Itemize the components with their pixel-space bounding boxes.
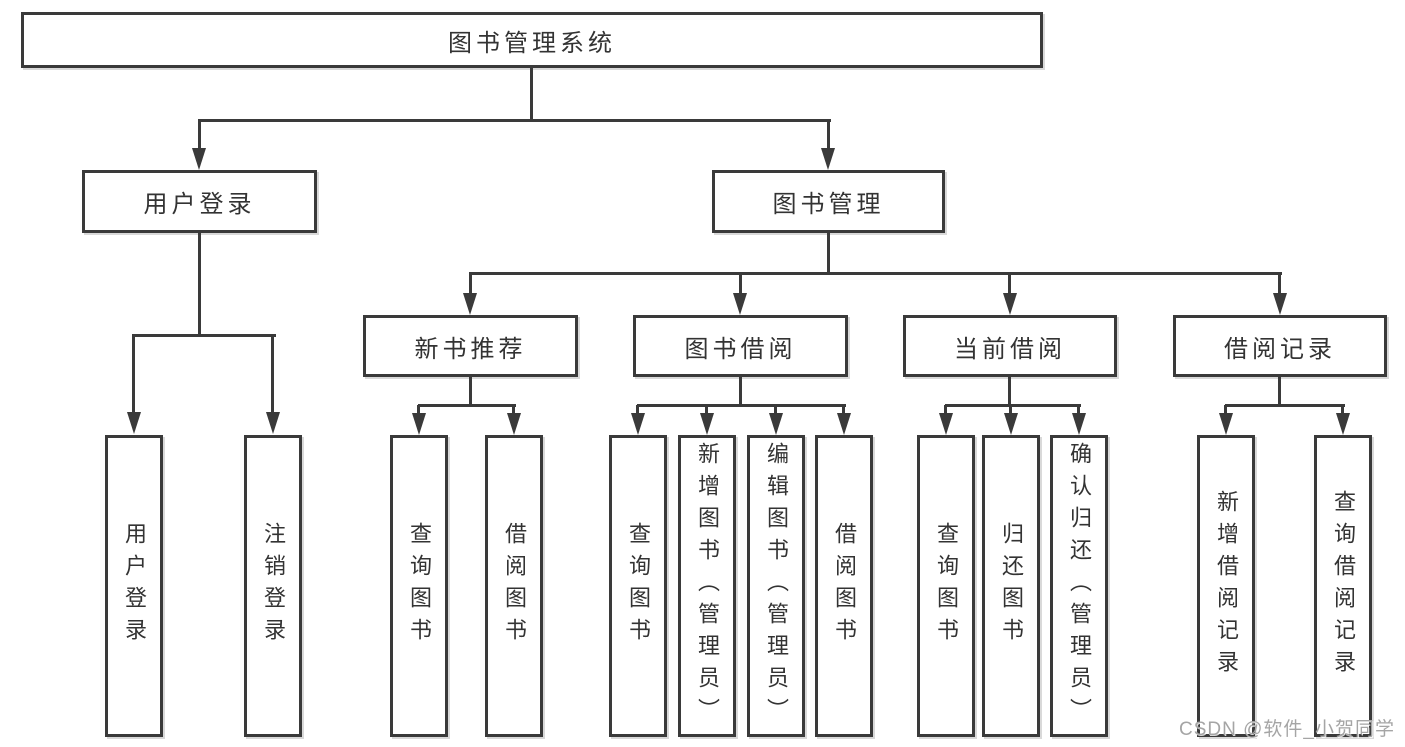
connector-stem [842, 405, 845, 415]
connector-stem [417, 405, 420, 415]
node-book-management: 图书管理 [712, 170, 945, 233]
connector-stem-user-login [198, 119, 201, 152]
leaf-user-login: 用户登录 [105, 435, 163, 737]
connector-stem-book-management [827, 119, 830, 152]
connector-stem [1009, 405, 1012, 415]
leaf-label: 新增借阅记录 [1214, 490, 1239, 682]
leaf-label: 查询借阅记录 [1331, 490, 1356, 682]
connector-borrow-records-drop [1278, 377, 1281, 405]
leaf-edit-book-admin: 编辑图书（管理员） [747, 435, 805, 737]
connector-new-book-branch [418, 404, 516, 407]
leaf-label: 借阅图书 [832, 522, 857, 650]
connector-stem-new-book [469, 273, 472, 295]
leaf-return-books: 归还图书 [982, 435, 1040, 737]
node-label: 图书借阅 [684, 335, 797, 363]
connector-stem [1077, 405, 1080, 415]
node-label: 新书推荐 [414, 335, 527, 363]
arrow-down-icon [837, 413, 851, 435]
arrow-down-icon [1336, 413, 1350, 435]
connector-stem [944, 405, 947, 415]
connector-root-branch [198, 119, 831, 122]
connector-current-borrow-branch [945, 404, 1081, 407]
arrow-down-icon [939, 413, 953, 435]
connector-current-borrow-drop [1008, 377, 1011, 405]
connector-stem [636, 405, 639, 415]
connector-user-login-branch [132, 334, 276, 337]
arrow-down-icon [769, 413, 783, 435]
node-label: 用户登录 [143, 191, 256, 218]
leaf-label: 查询图书 [934, 522, 959, 650]
connector-book-borrow-drop [739, 377, 742, 405]
leaf-label: 确认归还（管理员） [1067, 442, 1092, 730]
connector-book-borrow-branch [637, 404, 846, 407]
arrow-down-icon [1273, 293, 1287, 315]
arrow-down-icon [463, 293, 477, 315]
connector-stem-book-borrow [739, 273, 742, 295]
connector-stem [1341, 405, 1344, 415]
arrow-down-icon [192, 148, 206, 170]
connector-new-book-drop [469, 377, 472, 405]
arrow-down-icon [631, 413, 645, 435]
connector-stem-leaf-user-login [132, 335, 135, 413]
leaf-add-borrow-record: 新增借阅记录 [1197, 435, 1255, 737]
leaf-query-books-current: 查询图书 [917, 435, 975, 737]
node-current-borrow: 当前借阅 [903, 315, 1117, 377]
csdn-watermark: CSDN @软件_小贺同学 [1179, 719, 1395, 740]
node-borrow-records: 借阅记录 [1173, 315, 1387, 377]
arrow-down-icon [127, 412, 141, 434]
arrow-down-icon [1004, 413, 1018, 435]
leaf-query-borrow-record: 查询借阅记录 [1314, 435, 1372, 737]
connector-root-drop [530, 68, 533, 120]
connector-user-login-drop [198, 233, 201, 335]
leaf-label: 新增图书（管理员） [695, 442, 720, 730]
leaf-label: 编辑图书（管理员） [764, 442, 789, 730]
connector-stem-borrow-records [1278, 273, 1281, 295]
leaf-confirm-return-admin: 确认归还（管理员） [1050, 435, 1108, 737]
leaf-add-book-admin: 新增图书（管理员） [678, 435, 736, 737]
node-user-login: 用户登录 [82, 170, 317, 233]
arrow-down-icon [507, 413, 521, 435]
arrow-down-icon [1003, 293, 1017, 315]
leaf-borrow-books: 借阅图书 [815, 435, 873, 737]
leaf-label: 查询图书 [407, 522, 432, 650]
arrow-down-icon [412, 413, 426, 435]
arrow-down-icon [1072, 413, 1086, 435]
connector-borrow-records-branch [1225, 404, 1345, 407]
node-book-borrow: 图书借阅 [633, 315, 848, 377]
connector-book-management-drop [827, 233, 830, 273]
connector-stem-current-borrow [1008, 273, 1011, 295]
leaf-label: 归还图书 [999, 522, 1024, 650]
leaf-borrow-books-recommend: 借阅图书 [485, 435, 543, 737]
leaf-query-books-recommend: 查询图书 [390, 435, 448, 737]
connector-stem-leaf-logout [271, 335, 274, 413]
node-library-management-system: 图书管理系统 [21, 12, 1043, 68]
arrow-down-icon [266, 412, 280, 434]
node-label: 图书管理系统 [448, 29, 616, 57]
node-label: 图书管理 [772, 191, 885, 218]
node-label: 借阅记录 [1224, 335, 1336, 363]
leaf-label: 注销登录 [261, 522, 286, 650]
leaf-label: 查询图书 [626, 522, 651, 650]
connector-stem [512, 405, 515, 415]
connector-book-management-branch [469, 272, 1282, 275]
arrow-down-icon [733, 293, 747, 315]
leaf-logout: 注销登录 [244, 435, 302, 737]
leaf-label: 借阅图书 [502, 522, 527, 650]
arrow-down-icon [700, 413, 714, 435]
node-new-book-recommend: 新书推荐 [363, 315, 578, 377]
leaf-query-books-borrow: 查询图书 [609, 435, 667, 737]
node-label: 当前借阅 [954, 335, 1066, 363]
connector-stem [1224, 405, 1227, 415]
arrow-down-icon [1219, 413, 1233, 435]
connector-stem [774, 405, 777, 415]
arrow-down-icon [821, 148, 835, 170]
connector-stem [705, 405, 708, 415]
leaf-label: 用户登录 [122, 522, 147, 650]
